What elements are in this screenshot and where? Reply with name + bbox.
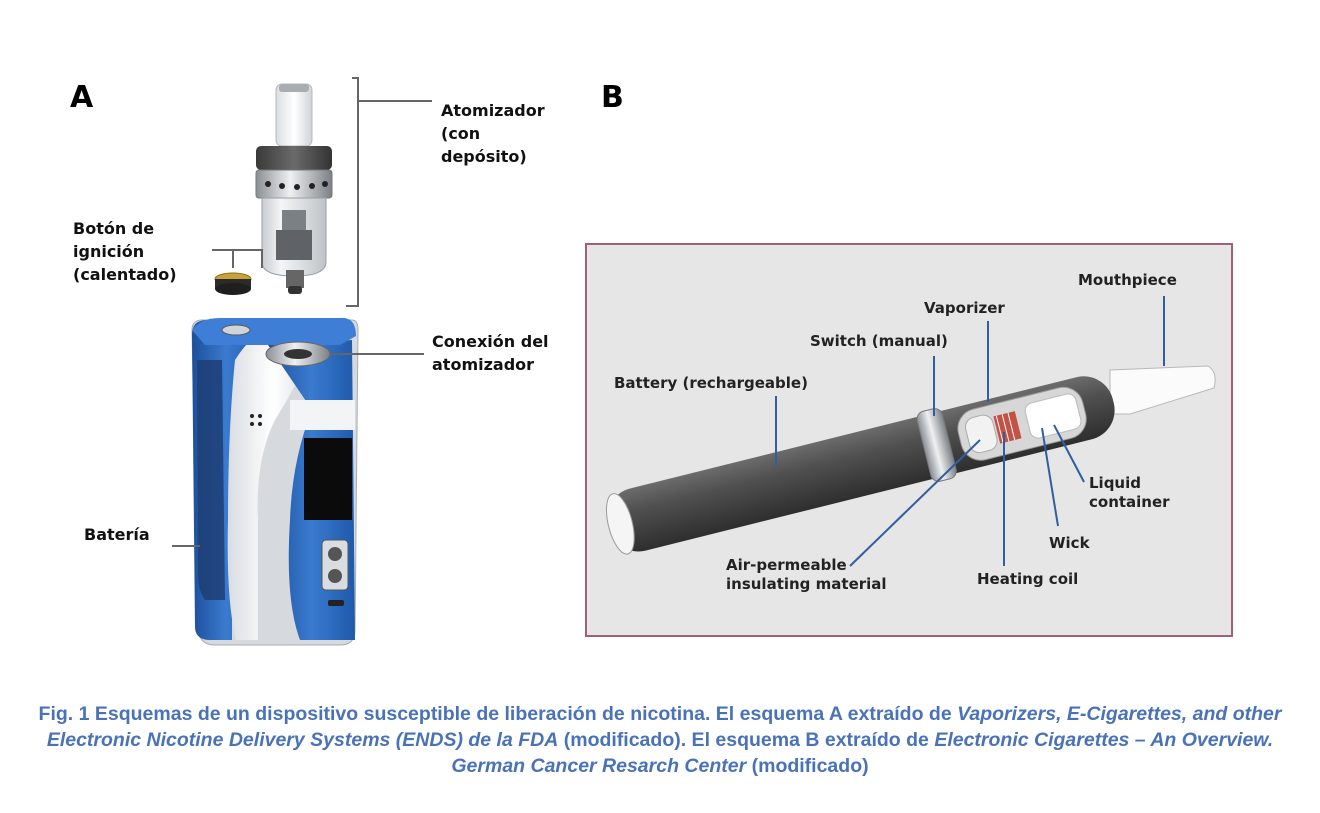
label-wick: Wick bbox=[1049, 534, 1090, 552]
label-ignition-line2: ignición bbox=[73, 242, 145, 261]
label-air-line1: Air-permeable bbox=[726, 556, 847, 574]
label-ignition-line3: (calentado) bbox=[73, 265, 177, 284]
label-ignition-line1: Botón de bbox=[73, 219, 155, 238]
label-battery-b: Battery (rechargeable) bbox=[614, 374, 808, 392]
label-connection-line1: Conexión del bbox=[432, 332, 549, 351]
label-atomizer-line3: depósito) bbox=[441, 147, 527, 166]
label-mouthpiece: Mouthpiece bbox=[1078, 271, 1177, 289]
e-cigarette-illustration bbox=[605, 365, 1216, 555]
label-air-line2: insulating material bbox=[726, 575, 887, 593]
label-atomizer: Atomizador (con depósito) bbox=[441, 99, 545, 168]
panel-a-leader-lines bbox=[172, 77, 432, 547]
figure-caption: Fig. 1 Esquemas de un dispositivo suscep… bbox=[20, 701, 1300, 779]
caption-source-a: Vaporizers, E-Cigarettes, and other Elec… bbox=[46, 703, 1282, 751]
label-liquid-line2: container bbox=[1089, 493, 1170, 511]
ignition-button-illustration bbox=[214, 272, 252, 295]
label-atomizer-line2: (con bbox=[441, 124, 481, 143]
label-liquid-line1: Liquid bbox=[1089, 474, 1141, 492]
caption-part3: (modificado) bbox=[746, 755, 869, 777]
mod-battery-body bbox=[191, 318, 359, 646]
label-connection-line2: atomizador bbox=[432, 355, 535, 374]
label-atomizer-connection: Conexión del atomizador bbox=[432, 330, 549, 376]
panel-b-letter: B bbox=[601, 80, 624, 115]
caption-part1: Fig. 1 Esquemas de un dispositivo suscep… bbox=[38, 703, 958, 725]
label-air-permeable: Air-permeable insulating material bbox=[726, 556, 887, 594]
caption-source-b: Electronic Cigarettes – An Overview. Ger… bbox=[451, 729, 1274, 777]
label-ignition-button: Botón de ignición (calentado) bbox=[73, 217, 177, 286]
label-heating-coil: Heating coil bbox=[977, 570, 1079, 588]
label-switch: Switch (manual) bbox=[810, 332, 948, 350]
label-vaporizer: Vaporizer bbox=[924, 299, 1005, 317]
panel-a-letter: A bbox=[70, 80, 94, 115]
caption-part2: (modificado). El esquema B extraído de bbox=[558, 729, 935, 751]
panel-b-leader-lines bbox=[775, 296, 1165, 567]
label-atomizer-line1: Atomizador bbox=[441, 101, 545, 120]
label-battery-a: Batería bbox=[84, 525, 150, 544]
label-liquid-container: Liquid container bbox=[1089, 474, 1170, 512]
atomizer-tank-illustration bbox=[255, 83, 333, 294]
